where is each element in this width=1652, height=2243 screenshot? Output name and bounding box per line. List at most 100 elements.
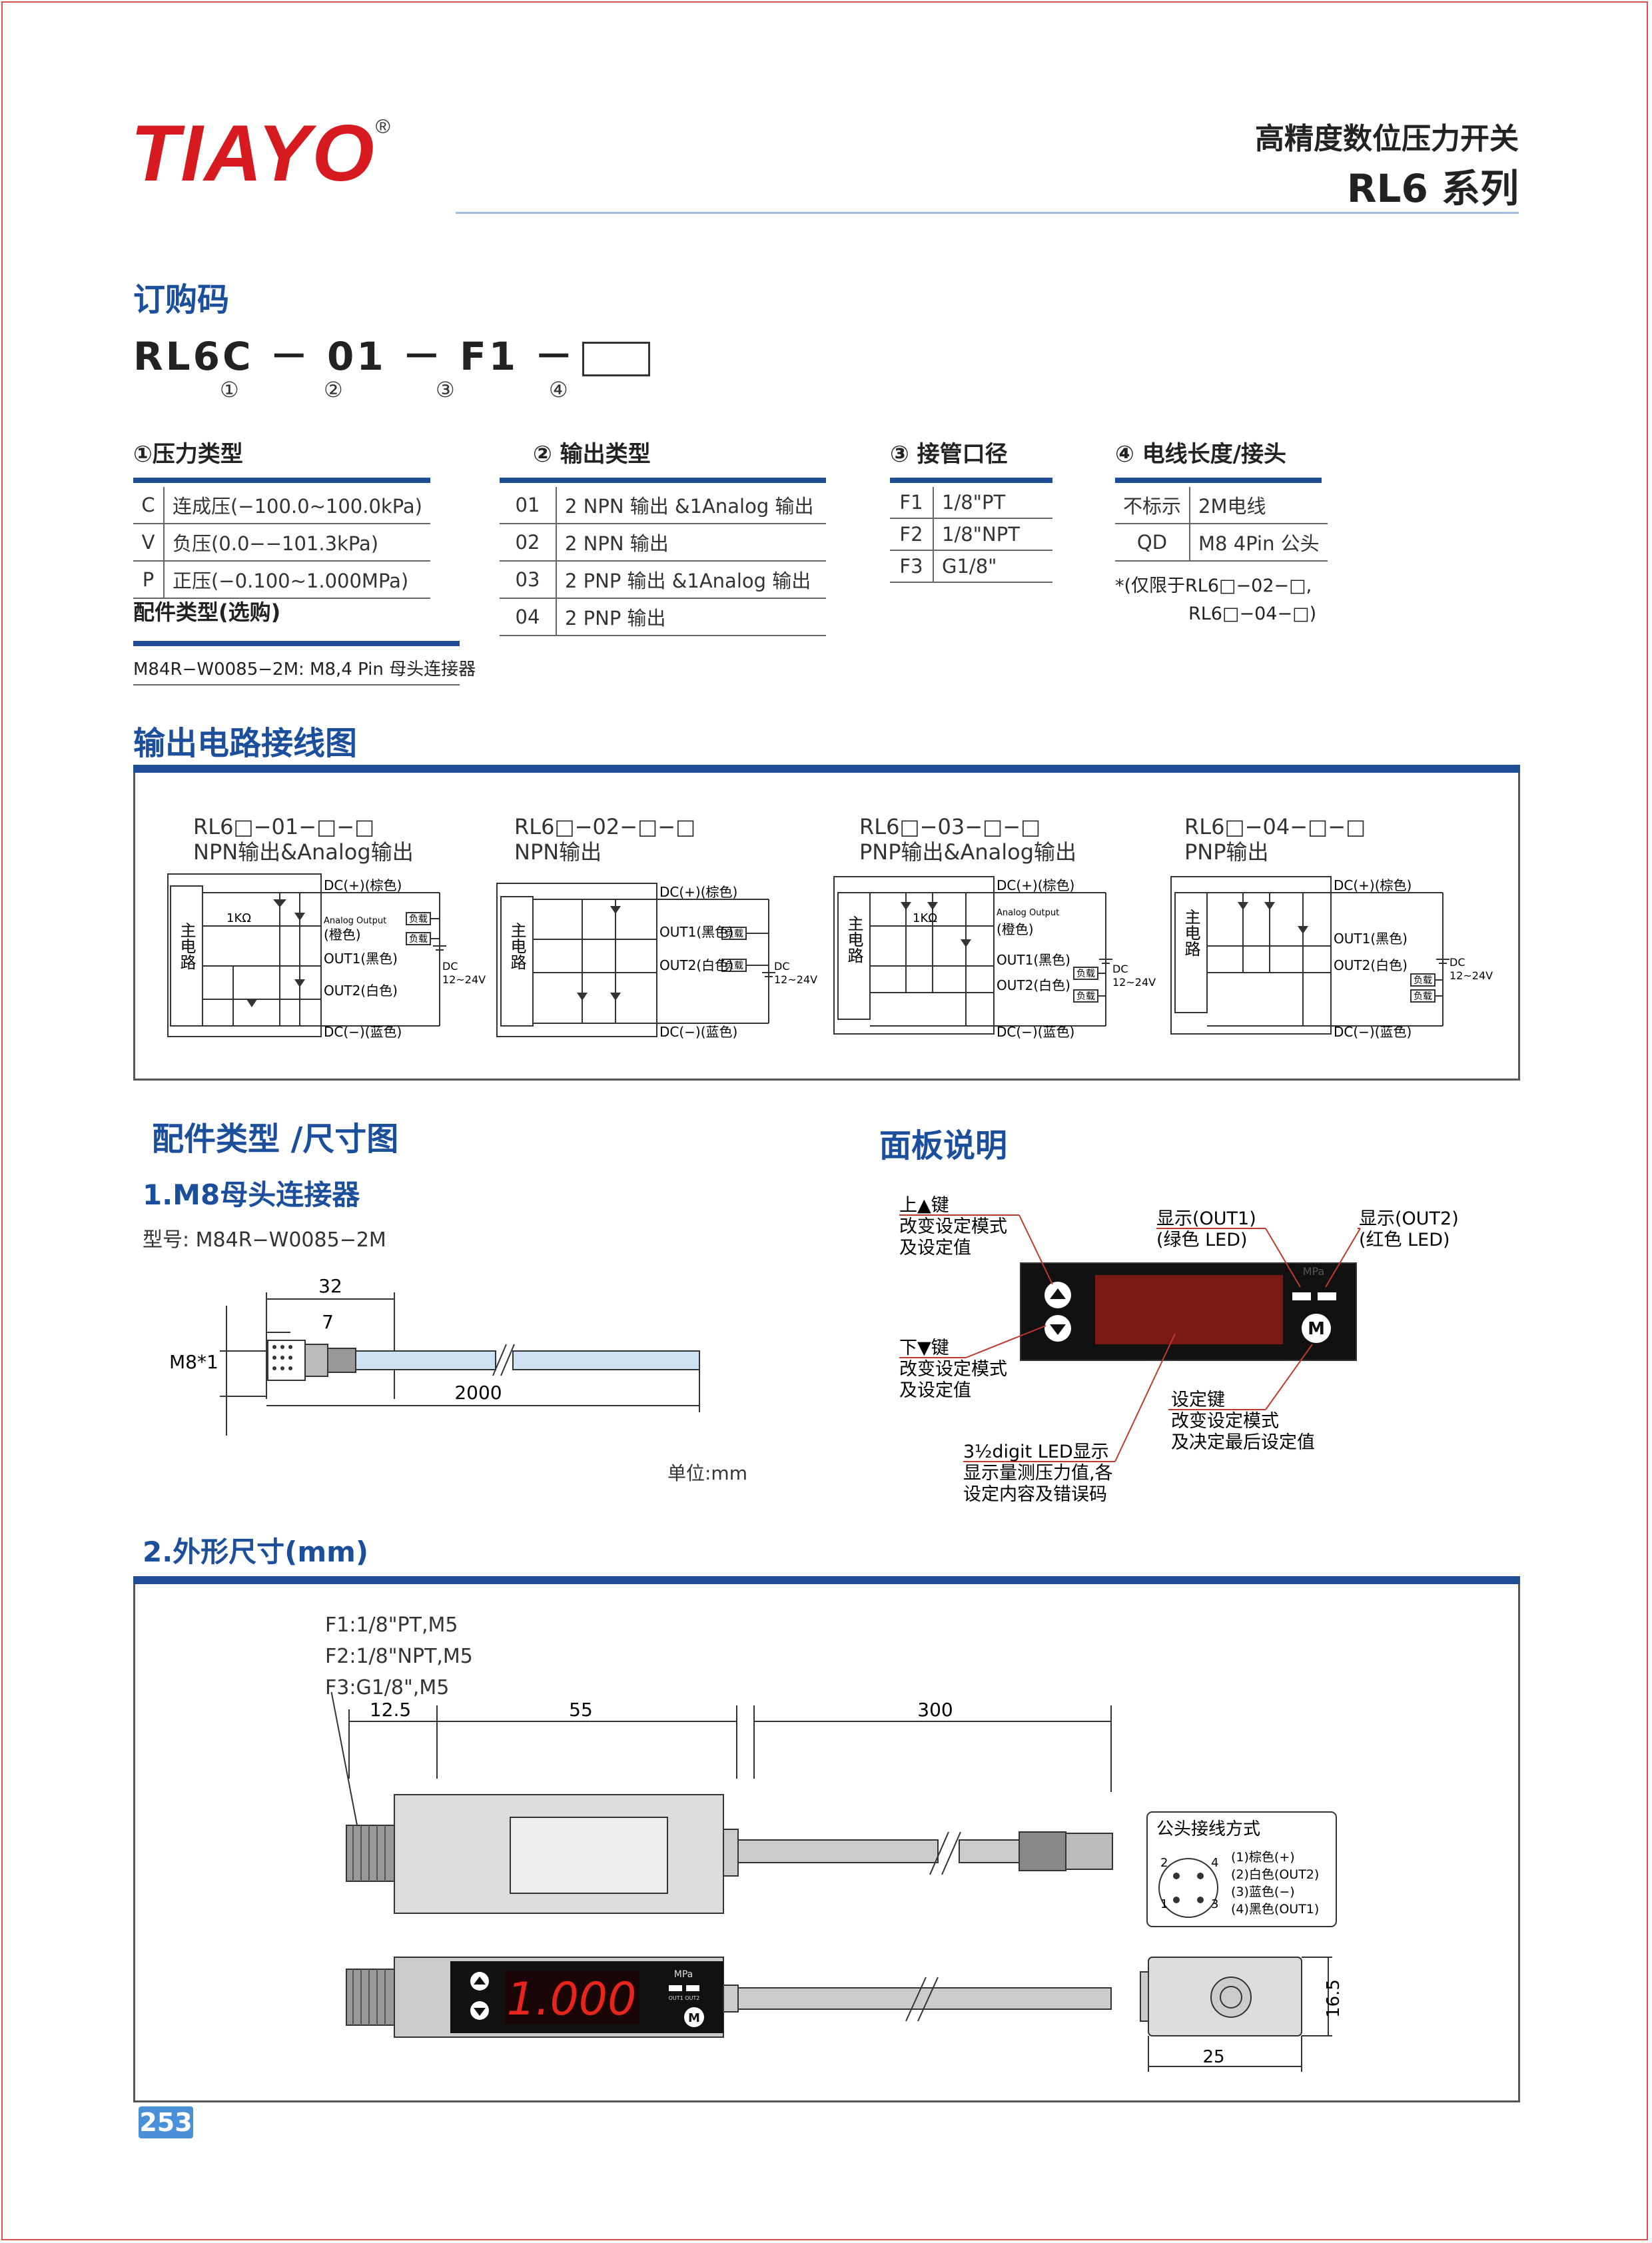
- connector-drawing: 32 7 M8*1 2000: [169, 1275, 700, 1436]
- svg-text:12.5: 12.5: [370, 1699, 411, 1721]
- svg-text:负载: 负载: [725, 961, 743, 971]
- svg-text:MPa: MPa: [674, 1969, 693, 1980]
- marker-3: ③: [436, 377, 455, 402]
- wiring-diagram-4: 主电路 DC(+)(棕色) OUT1(黑色) OUT2(白色) DC(−)(蓝色…: [1170, 876, 1493, 1039]
- side-view: 16.5 25: [1140, 1957, 1344, 2072]
- wiring-diagram-1-title: RL6□−01−□−□NPN输出&Analog输出: [193, 814, 414, 865]
- svg-text:负载: 负载: [409, 934, 428, 945]
- svg-text:DC(+)(棕色): DC(+)(棕色): [659, 884, 737, 900]
- wiring-diagram-1: 主电路 1KΩ DC(+)(棕色) Analog Output (橙色) OUT…: [167, 873, 486, 1039]
- wiring-panel: [133, 765, 1520, 1081]
- svg-text:DC(+)(棕色): DC(+)(棕色): [1334, 877, 1412, 893]
- svg-text:改变设定模式: 改变设定模式: [899, 1216, 1007, 1237]
- svg-text:3½digit LED显示: 3½digit LED显示: [963, 1442, 1109, 1462]
- svg-text:DC(−)(蓝色): DC(−)(蓝色): [997, 1024, 1074, 1039]
- svg-text:Analog Output: Analog Output: [997, 908, 1059, 918]
- svg-text:DC: DC: [1112, 963, 1128, 975]
- panel-desc-title: 面板说明: [879, 1127, 1008, 1164]
- svg-text:显示(OUT1): 显示(OUT1): [1156, 1208, 1256, 1229]
- svg-text:12~24V: 12~24V: [442, 973, 486, 986]
- svg-text:负载: 负载: [1076, 991, 1095, 1002]
- wiring-diagram-4-title: RL6□−04−□−□PNP输出: [1184, 814, 1366, 865]
- ordering-code: RL6C － 01 － F1 －: [133, 325, 651, 381]
- svg-text:OUT2(白色): OUT2(白色): [997, 977, 1070, 993]
- svg-text:OUT2(白色): OUT2(白色): [1334, 957, 1408, 973]
- svg-text:2: 2: [1160, 1856, 1168, 1870]
- marker-2: ②: [324, 377, 343, 402]
- svg-text:MPa: MPa: [1303, 1265, 1325, 1278]
- wiring-diagram-3: 主电路 1KΩ DC(+)(棕色) Analog Output (橙色) OUT…: [833, 876, 1156, 1039]
- svg-text:1KΩ: 1KΩ: [913, 911, 937, 925]
- svg-text:DC(−)(蓝色): DC(−)(蓝色): [324, 1024, 402, 1039]
- svg-text:DC: DC: [1449, 956, 1465, 969]
- svg-text:4: 4: [1211, 1856, 1218, 1870]
- svg-text:及设定值: 及设定值: [899, 1238, 971, 1258]
- svg-text:(绿色 LED): (绿色 LED): [1156, 1230, 1248, 1250]
- svg-text:OUT1(黑色): OUT1(黑色): [659, 924, 733, 940]
- svg-text:主电路: 主电路: [1182, 909, 1200, 957]
- connector-model: 型号: M84R−W0085−2M: [143, 1228, 386, 1252]
- output-type-title: ② 输出类型: [533, 441, 651, 468]
- svg-text:55: 55: [569, 1699, 593, 1721]
- accessory-title: 配件类型(选购): [133, 600, 281, 625]
- svg-text:负载: 负载: [725, 929, 743, 939]
- svg-text:DC(+)(棕色): DC(+)(棕色): [324, 877, 402, 893]
- page-number: 253: [139, 2106, 193, 2138]
- svg-text:负载: 负载: [1076, 969, 1095, 979]
- svg-text:M8*1: M8*1: [169, 1351, 218, 1373]
- svg-text:3: 3: [1211, 1897, 1218, 1911]
- accessory-block: 配件类型(选购) M84R−W0085−2M: M8,4 Pin 母头连接器: [133, 596, 476, 685]
- svg-text:M: M: [688, 2011, 700, 2025]
- svg-text:OUT1 OUT2: OUT1 OUT2: [669, 1995, 700, 2001]
- svg-text:OUT1(黑色): OUT1(黑色): [1334, 931, 1408, 947]
- svg-text:负载: 负载: [409, 914, 428, 925]
- svg-text:M: M: [1308, 1319, 1325, 1339]
- accessory-item: M84R−W0085−2M: M8,4 Pin 母头连接器: [133, 656, 476, 685]
- product-subtitle: 高精度数位压力开关: [1255, 122, 1519, 156]
- wiring-diagram-3-title: RL6□−03−□−□PNP输出&Analog输出: [859, 814, 1077, 865]
- svg-text:1KΩ: 1KΩ: [226, 911, 251, 925]
- cable-title: ④ 电线长度/接头: [1115, 441, 1287, 468]
- svg-text:12~24V: 12~24V: [1112, 976, 1156, 989]
- main-circuit-label: 主电路: [177, 922, 196, 970]
- outline-drawing: 12.5 55 300 1.000 MPa OUT1 OUT2 M: [330, 1692, 1113, 2038]
- outline-title: 2.外形尺寸(mm): [143, 1536, 369, 1568]
- svg-text:OUT2(白色): OUT2(白色): [659, 957, 733, 973]
- svg-text:DC: DC: [774, 960, 790, 973]
- wiring-title: 输出电路接线图: [133, 725, 358, 762]
- svg-text:显示(OUT2): 显示(OUT2): [1359, 1208, 1459, 1229]
- pressure-type-title: ①压力类型: [133, 441, 243, 468]
- accessory-dims-title: 配件类型 /尺寸图: [152, 1121, 399, 1158]
- svg-text:DC: DC: [442, 960, 458, 973]
- svg-text:1.000: 1.000: [507, 1973, 637, 2026]
- svg-text:设定键: 设定键: [1171, 1390, 1225, 1410]
- svg-text:(橙色): (橙色): [324, 927, 361, 943]
- svg-text:(4)黑色(OUT1): (4)黑色(OUT1): [1231, 1902, 1319, 1917]
- svg-text:及决定最后设定值: 及决定最后设定值: [1171, 1432, 1315, 1453]
- svg-text:32: 32: [318, 1275, 342, 1297]
- svg-text:(橙色): (橙色): [997, 921, 1034, 937]
- svg-text:1: 1: [1160, 1897, 1168, 1911]
- marker-1: ①: [220, 377, 239, 402]
- pin-wiring-box: 公头接线方式 1 2 3 4 (1)棕色(+) (2)白色(OUT2) (3)蓝…: [1146, 1811, 1337, 1927]
- svg-text:负载: 负载: [1414, 975, 1432, 986]
- svg-text:Analog Output: Analog Output: [324, 916, 386, 926]
- svg-text:改变设定模式: 改变设定模式: [1171, 1411, 1279, 1432]
- svg-text:公头接线方式: 公头接线方式: [1156, 1819, 1260, 1839]
- svg-text:(3)蓝色(−): (3)蓝色(−): [1231, 1885, 1295, 1899]
- svg-text:DC(−)(蓝色): DC(−)(蓝色): [1334, 1024, 1412, 1039]
- svg-text:显示量测压力值,各: 显示量测压力值,各: [963, 1463, 1113, 1484]
- svg-text:设定内容及错误码: 设定内容及错误码: [963, 1484, 1107, 1505]
- connector-subtitle: 1.M8母头连接器: [143, 1178, 360, 1211]
- svg-text:OUT1(黑色): OUT1(黑色): [997, 952, 1070, 968]
- port-list: F1:1/8"PT,M5 F2:1/8"NPT,M5 F3:G1/8",M5: [325, 1613, 473, 1699]
